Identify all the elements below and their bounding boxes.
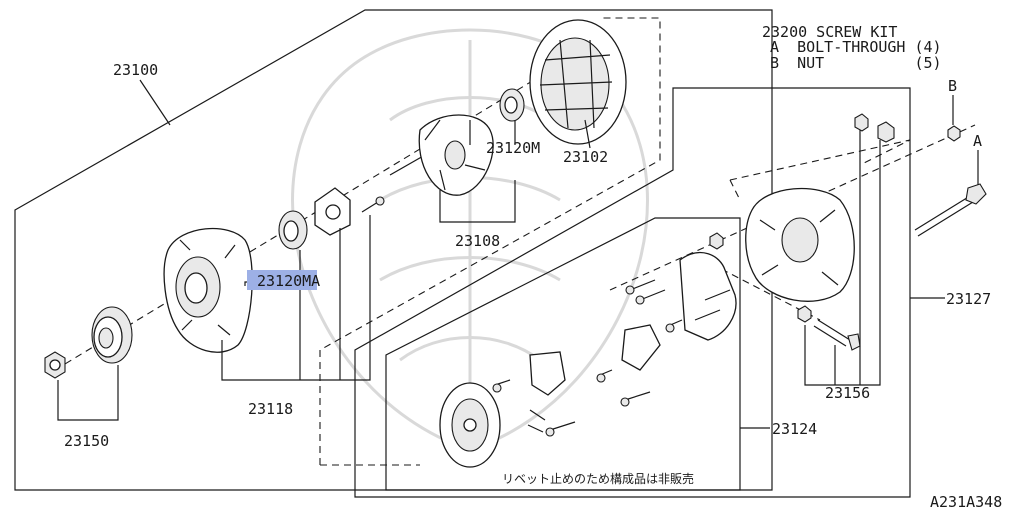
leader-23156 [804,130,881,386]
part-plate-screw[interactable] [361,196,385,213]
part-23150-nut[interactable] [44,351,66,379]
label-23100[interactable]: 23100 [113,61,158,79]
screw-kit-line-b: B NUT (5) [770,54,942,72]
part-23127-rear-housing[interactable] [745,187,855,302]
label-23120ma[interactable]: 23120MA [257,272,320,290]
part-23124-rectifier[interactable] [679,251,737,341]
part-23120m-bearing[interactable] [499,88,525,122]
leader-23108 [439,180,516,223]
label-ref-b: B [948,77,957,95]
part-23102-stator[interactable] [529,19,627,145]
note-not-sold: リベット止めのため構成品は非販売 [502,471,694,486]
leader-23100 [139,79,171,126]
screw-kit-line-a: A BOLT-THROUGH (4) [770,38,942,56]
outline-23127 [354,87,911,498]
label-23108[interactable]: 23108 [455,232,500,250]
outline-23124 [385,217,741,491]
part-small-bolts[interactable] [492,279,683,437]
dashed-rotor-envelope [319,17,661,465]
screw-kit-title: 23200 SCREW KIT [762,23,897,41]
label-ref-a: A [973,132,982,150]
label-23156[interactable]: 23156 [825,384,870,402]
outline-23100 [14,9,773,491]
part-23120ma-bearing[interactable] [278,210,308,250]
label-23124[interactable]: 23124 [772,420,817,438]
label-23127[interactable]: 23127 [946,290,991,308]
part-retainer-plate[interactable] [314,187,351,236]
diagram-id: A231A348 [930,493,1002,511]
leader-23102 [584,119,591,149]
part-23118-front-housing[interactable] [163,227,253,353]
part-23108-rotor[interactable] [389,114,494,196]
rear-axis [609,124,976,291]
label-23102[interactable]: 23102 [563,148,608,166]
part-brush-holder[interactable] [527,324,661,433]
label-23118[interactable]: 23118 [248,400,293,418]
leader-23150 [57,365,119,421]
highlight-23120ma [247,270,317,290]
part-bolt-through[interactable] [813,183,987,351]
label-23120m[interactable]: 23120M [486,139,540,157]
part-nuts[interactable] [709,113,961,323]
label-23150[interactable]: 23150 [64,432,109,450]
part-rear-cover-plate[interactable] [439,382,501,468]
part-23150-pulley[interactable] [91,306,133,364]
